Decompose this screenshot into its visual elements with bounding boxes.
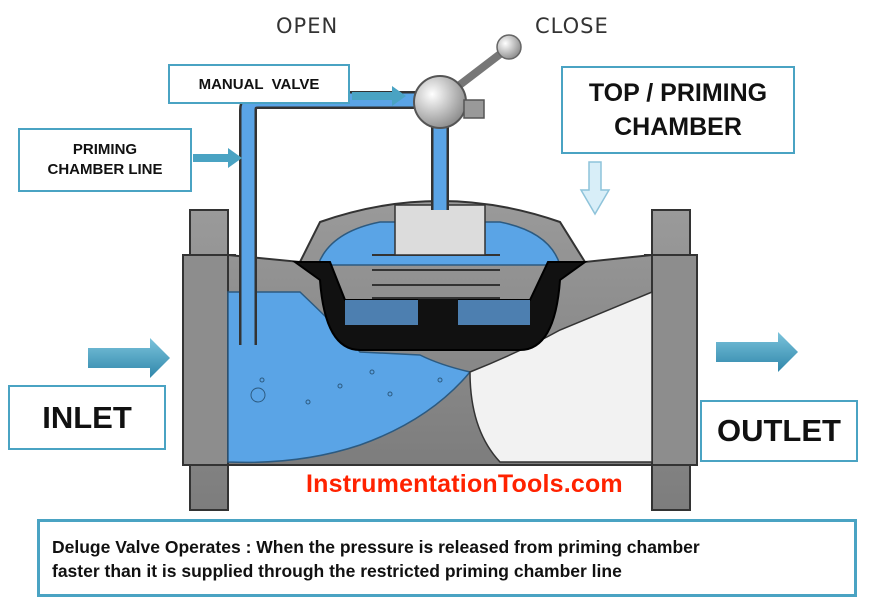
outlet-arrow <box>716 332 798 372</box>
top-chamber-pointer-arrow <box>579 161 611 216</box>
priming-line-pointer-arrow <box>193 148 242 168</box>
caption-box: Deluge Valve Operates : When the pressur… <box>37 519 857 597</box>
spring-housing <box>394 204 486 256</box>
priming-chamber-line-label: PRIMING CHAMBER LINE <box>18 128 192 192</box>
inlet-arrow <box>88 338 170 378</box>
close-position-label: CLOSE <box>535 14 609 38</box>
water-bubbles <box>250 369 443 405</box>
inlet-flange <box>182 209 236 511</box>
outlet-label: OUTLET <box>700 400 858 462</box>
outlet-passage <box>469 290 653 463</box>
clapper-stem <box>418 298 458 328</box>
manual-valve-label: MANUAL VALVE <box>168 64 350 104</box>
watermark-text: InstrumentationTools.com <box>306 470 623 498</box>
outlet-flange <box>644 209 698 511</box>
manual-valve-handle <box>413 34 522 129</box>
top-priming-chamber-label: TOP / PRIMING CHAMBER <box>561 66 795 154</box>
open-position-label: OPEN <box>276 14 339 38</box>
caption-line-1: Deluge Valve Operates : When the pressur… <box>52 537 700 557</box>
manual-valve-pointer-arrow <box>352 86 406 106</box>
caption-line-2: faster than it is supplied through the r… <box>52 561 622 581</box>
inlet-label: INLET <box>8 385 166 450</box>
